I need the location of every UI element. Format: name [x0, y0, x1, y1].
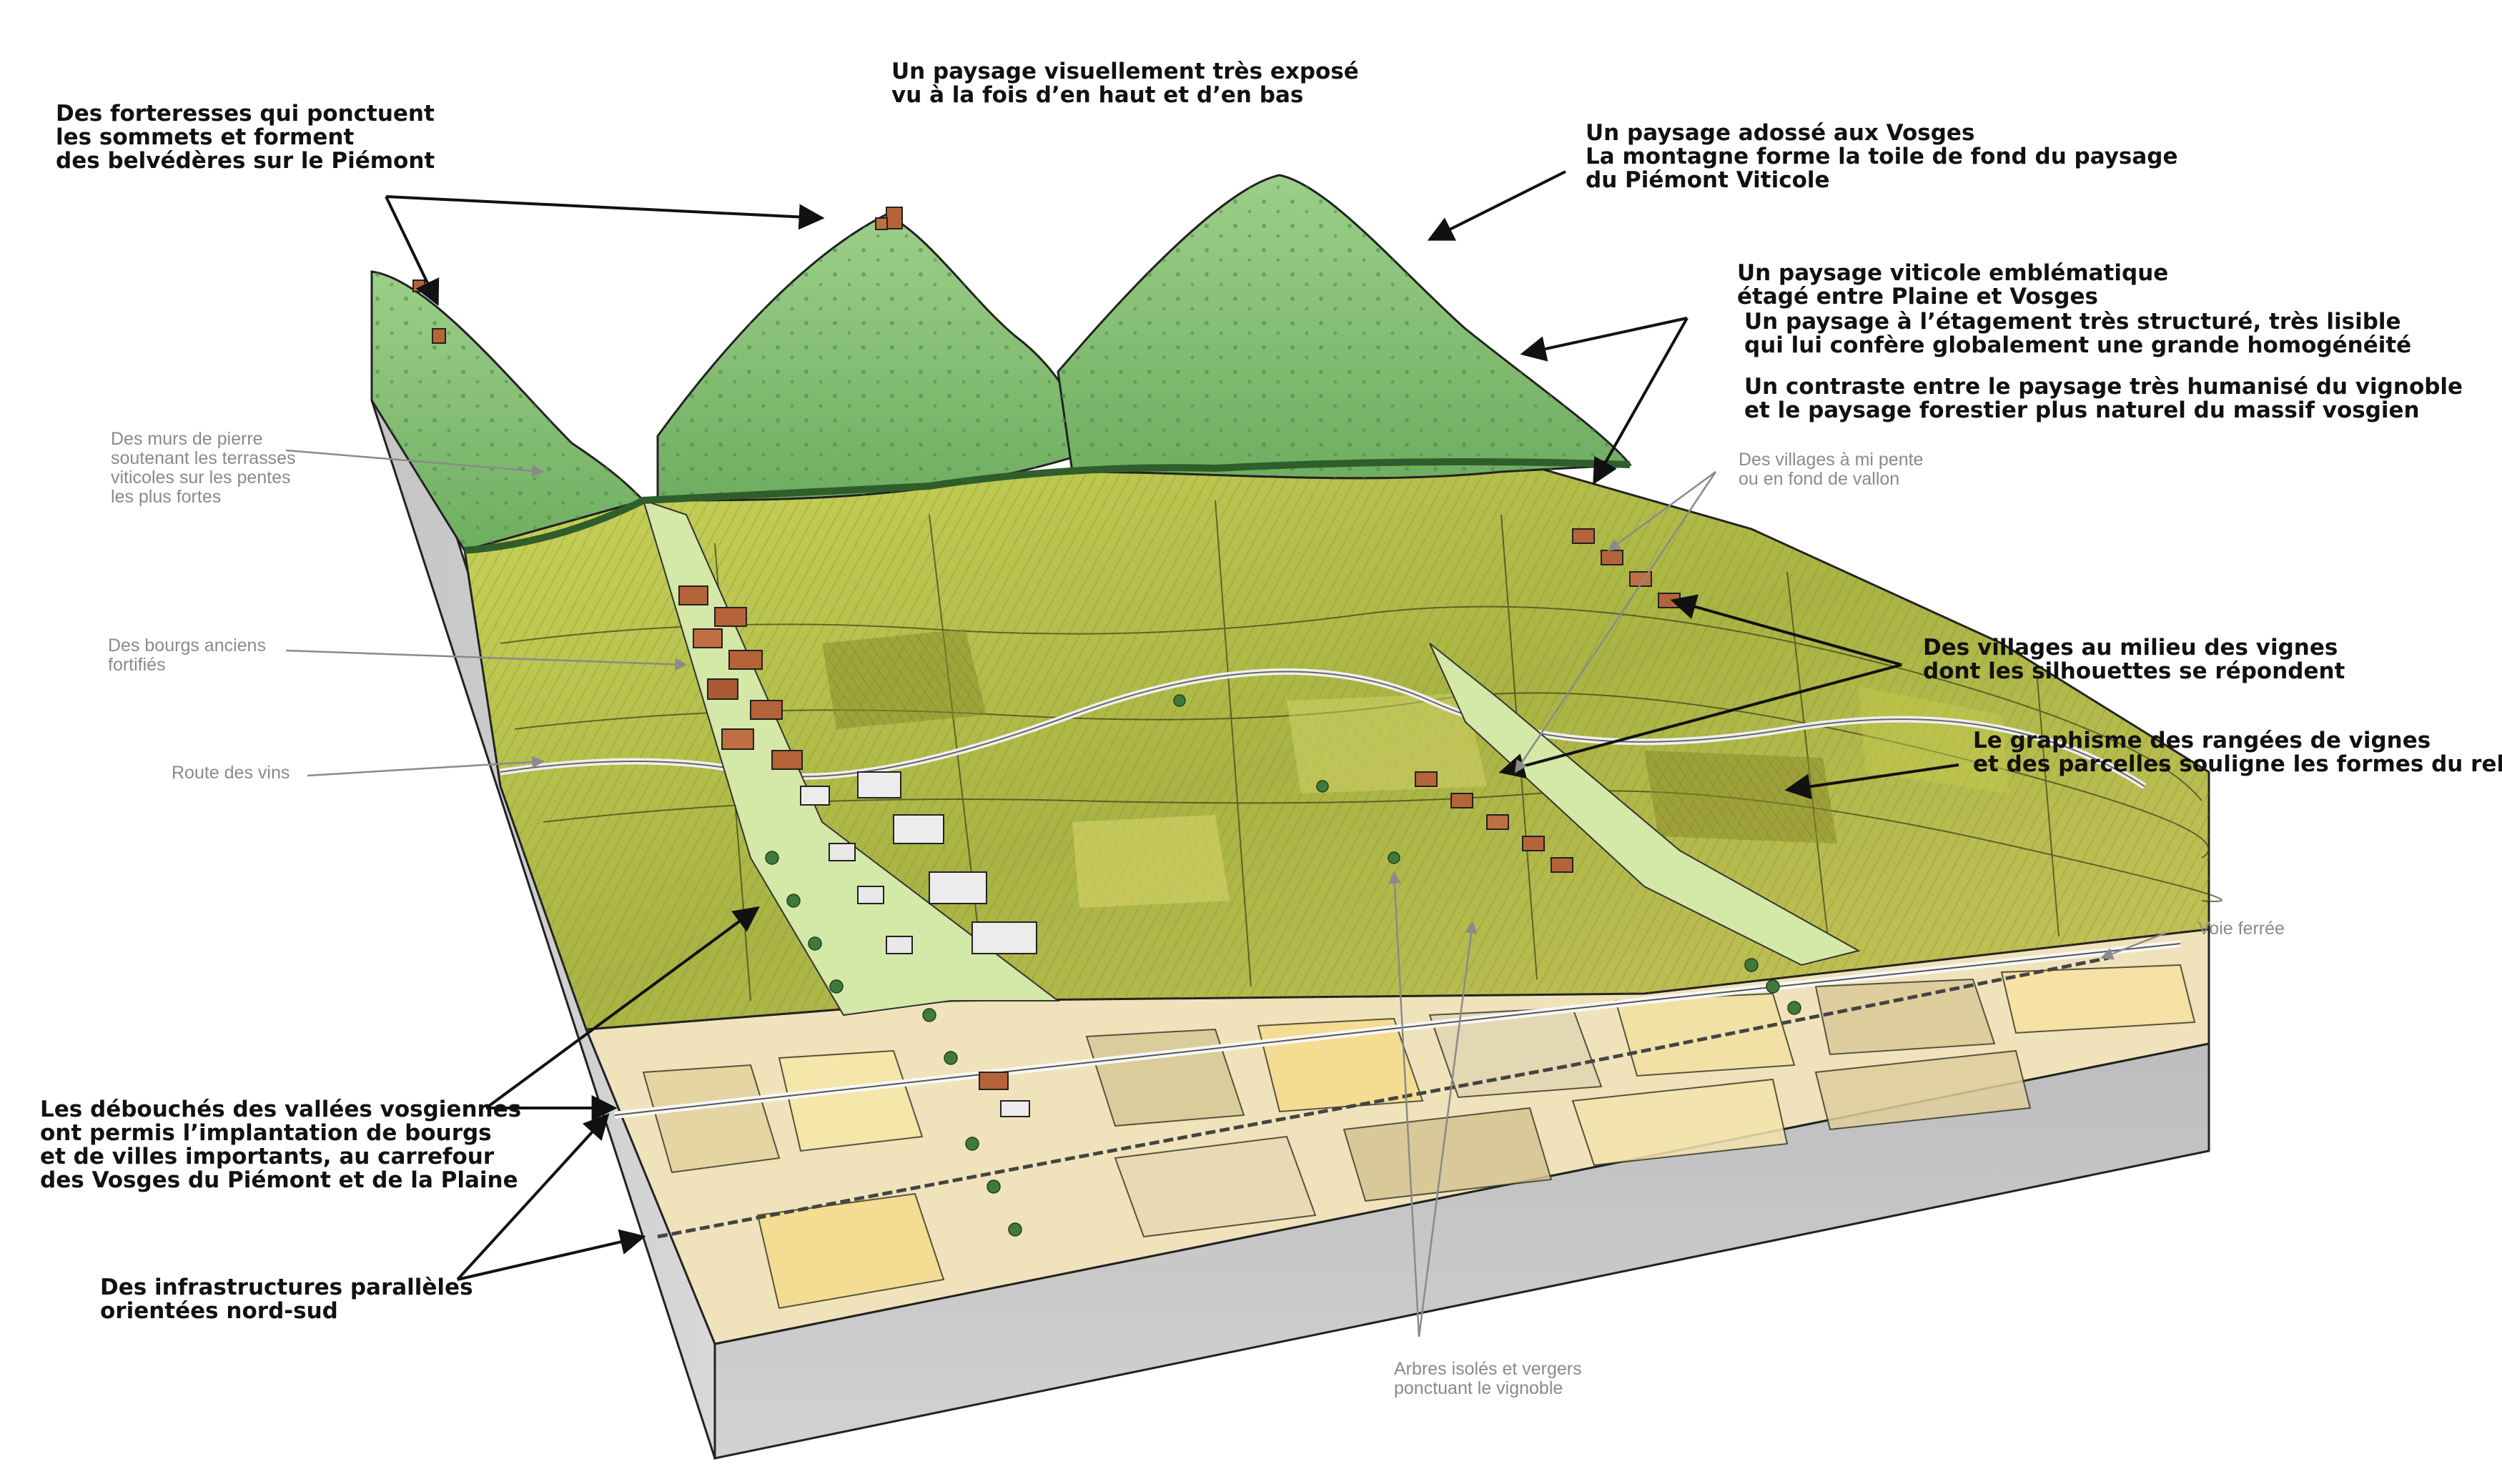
label-voie: Voie ferrée — [2198, 919, 2285, 939]
castle-top-icon — [412, 280, 425, 292]
label-etagement: Un paysage à l’étagement très structuré,… — [1744, 309, 2412, 358]
label-forteresses: Des forteresses qui ponctuent les sommet… — [56, 101, 435, 174]
town-buildings — [678, 585, 1037, 1117]
label-contraste: Un contraste entre le paysage très human… — [1744, 374, 2463, 423]
label-arbres: Arbres isolés et vergers ponctuant le vi… — [1394, 1359, 1582, 1398]
castle-left-icon — [432, 328, 446, 344]
label-murs: Des murs de pierre soutenant les terrass… — [111, 429, 296, 507]
label-route: Route des vins — [172, 763, 290, 783]
right-valley-meadow — [1429, 643, 1861, 966]
callout-arrows — [385, 170, 1959, 1281]
valley-meadow — [642, 499, 1060, 1016]
label-graphisme: Le graphisme des rangées de vignes et de… — [1973, 728, 2502, 777]
label-expose: Un paysage visuellement très exposé vu à… — [891, 59, 1359, 108]
label-viticole: Un paysage viticole emblématique étagé e… — [1737, 260, 2169, 310]
castle-icon — [875, 207, 903, 230]
village-right — [1415, 528, 1681, 873]
grey-leaders — [285, 449, 2167, 1337]
label-infrastructures: Des infrastructures parallèles orientées… — [100, 1275, 473, 1324]
label-bourgs: Des bourgs anciens fortifiés — [108, 635, 266, 675]
label-adosse: Un paysage adossé aux Vosges La montagne… — [1586, 120, 2178, 193]
label-debouches: Les débouchés des vallées vosgiennes ont… — [40, 1097, 522, 1193]
plain-parcels — [642, 964, 2196, 1310]
label-villages-pente: Des villages à mi pente ou en fond de va… — [1739, 450, 1924, 489]
forest-edge — [464, 458, 1631, 554]
label-villages-milieu: Des villages au milieu des vignes dont l… — [1923, 635, 2345, 684]
orchard-trees — [765, 694, 1801, 1237]
railway-line — [657, 956, 2110, 1239]
